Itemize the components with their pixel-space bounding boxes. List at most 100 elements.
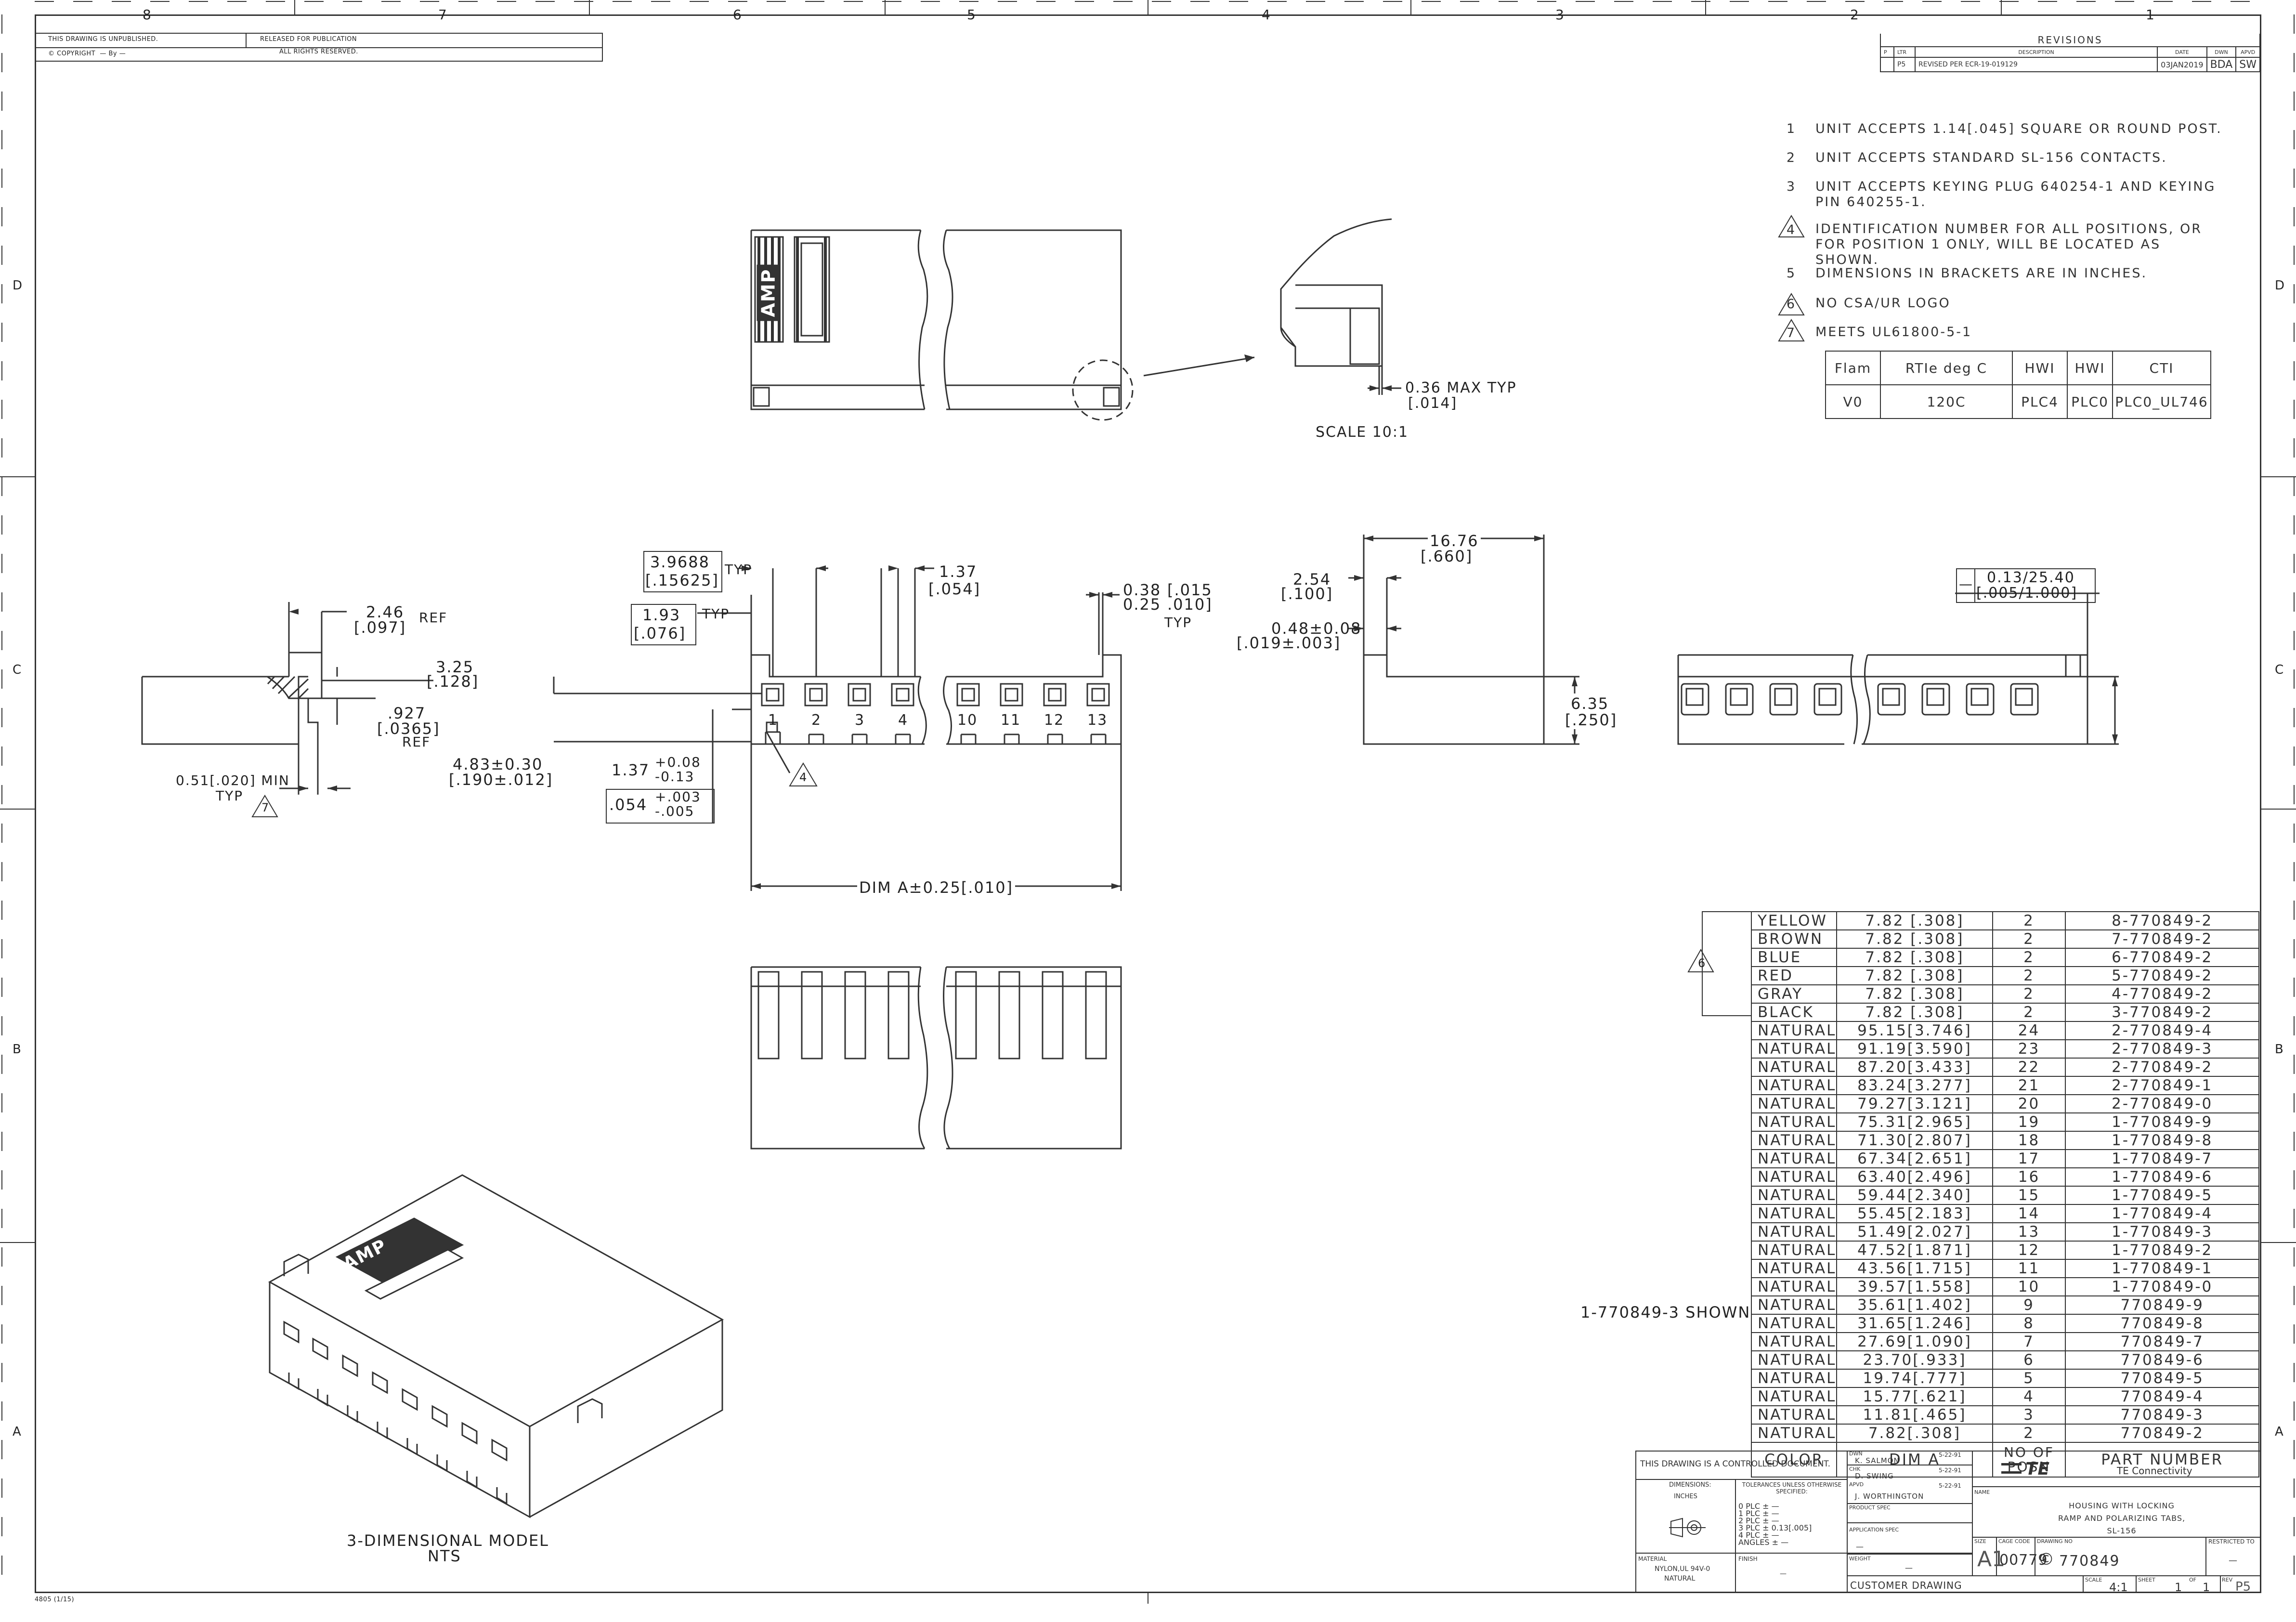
tol-line: 3 PLC ± 0.13[.005] — [1738, 1523, 1812, 1532]
color-cell: BLUE — [1750, 948, 1838, 967]
part-number-cell: 3-770849-2 — [2065, 1003, 2259, 1022]
zone-col: 2 — [1850, 7, 1860, 23]
dim-a-cell: 7.82 [.308] — [1836, 911, 1993, 930]
positions-cell: 2 — [1992, 911, 2066, 930]
material-label: MATERIAL — [1638, 1556, 1667, 1562]
dwg-no: 770849 — [2059, 1553, 2120, 1570]
dwn-name: K. SALMON — [1855, 1456, 1900, 1465]
zone-col: 6 — [733, 7, 743, 23]
part-number-cell: 2-770849-0 — [2065, 1094, 2259, 1113]
flatness-b: [.005/1.000] — [1976, 585, 2078, 602]
note-text: DIMENSIONS IN BRACKETS ARE IN INCHES. — [1815, 266, 2148, 281]
note-number: 5 — [1786, 266, 1797, 281]
cage-value: 00779 — [1999, 1552, 2048, 1569]
dim-025: 0.25 — [1123, 595, 1161, 614]
color-cell: NATURAL — [1750, 1167, 1838, 1187]
drawing-flags — [251, 762, 1714, 972]
rev-cell: REVISED PER ECR-19-019129 — [1914, 57, 2158, 72]
te-logo: TE — [2025, 1459, 2050, 1479]
dim-a-cell: 27.69[1.090] — [1836, 1332, 1993, 1351]
color-cell: BLACK — [1750, 1003, 1838, 1022]
dim-a-cell: 67.34[2.651] — [1836, 1149, 1993, 1168]
part-number-cell: 770849-7 — [2065, 1332, 2259, 1351]
dim-1676: 16.76 — [1428, 532, 1481, 550]
note-text: NO CSA/UR LOGO — [1815, 296, 1951, 311]
dim-a-cell: 19.74[.777] — [1836, 1369, 1993, 1388]
color-cell: NATURAL — [1750, 1424, 1838, 1443]
color-cell: YELLOW — [1750, 911, 1838, 930]
color-cell: NATURAL — [1750, 1058, 1838, 1077]
parts-header: COLOR — [1750, 1442, 1838, 1478]
marking-window — [794, 236, 830, 343]
dim-137-in: [.054] — [928, 580, 981, 598]
scale-value: 4:1 — [2109, 1581, 2128, 1594]
mat-cell: 120C — [1880, 384, 2013, 419]
positions-cell: 21 — [1992, 1076, 2066, 1095]
tol-line: 0 PLC ± — — [1738, 1502, 1779, 1511]
color-cell: NATURAL — [1750, 1186, 1838, 1205]
shown-label: 1-770849-3 SHOWN — [1580, 1303, 1751, 1321]
dim-1676-in: [.660] — [1421, 547, 1473, 565]
note-text: IDENTIFICATION NUMBER FOR ALL POSITIONS,… — [1815, 222, 2202, 267]
rev-cell: 03JAN2019 — [2157, 57, 2207, 72]
positions-cell: 18 — [1992, 1131, 2066, 1150]
part-name-line: HOUSING WITH LOCKING — [2069, 1501, 2175, 1510]
model-sub: NTS — [428, 1547, 461, 1565]
apvd-label: APVD — [1849, 1481, 1864, 1488]
color-cell: NATURAL — [1750, 1350, 1838, 1370]
zone-row: C — [13, 663, 23, 677]
positions-cell: 23 — [1992, 1039, 2066, 1059]
parts-header: DIM A — [1836, 1442, 1993, 1478]
zone-col: 8 — [143, 7, 152, 23]
product-spec-label: PRODUCT SPEC — [1849, 1504, 1891, 1511]
part-name-line: SL-156 — [2107, 1526, 2137, 1535]
positions-cell: 2 — [1992, 1003, 2066, 1022]
zone-col: 1 — [2146, 7, 2155, 23]
positions-cell: 14 — [1992, 1204, 2066, 1223]
isometric-model — [268, 1174, 724, 1518]
positions-cell: 2 — [1992, 984, 2066, 1004]
part-number-cell: 770849-4 — [2065, 1387, 2259, 1406]
detail-max-typ: 0.36 MAX TYP — [1405, 379, 1517, 396]
dim-a-cell: 7.82 [.308] — [1836, 984, 1993, 1004]
positions-cell: 15 — [1992, 1186, 2066, 1205]
dim-a-cell: 51.49[2.027] — [1836, 1222, 1993, 1242]
tol-line: 1 PLC ± — — [1738, 1509, 1779, 1518]
part-number-cell: 770849-5 — [2065, 1369, 2259, 1388]
name-label: NAME — [1974, 1489, 1990, 1495]
color-cell: NATURAL — [1750, 1204, 1838, 1223]
apvd-name: J. WORTHINGTON — [1855, 1492, 1924, 1501]
zone-col: 4 — [1262, 7, 1271, 23]
application-spec-value: — — [1856, 1542, 1864, 1551]
dim-a-cell: 95.15[3.746] — [1836, 1021, 1993, 1040]
part-number-cell: 4-770849-2 — [2065, 984, 2259, 1004]
dim-054-plus: +.003 — [655, 789, 701, 805]
part-number-cell: 1-770849-6 — [2065, 1167, 2259, 1187]
part-number-cell: 1-770849-1 — [2065, 1259, 2259, 1278]
color-cell: NATURAL — [1750, 1277, 1838, 1296]
dim-a-cell: 7.82 [.308] — [1836, 929, 1993, 949]
note-flag-triangles — [1778, 215, 1805, 341]
detail-max-typ-in: [.014] — [1408, 395, 1458, 412]
part-number-cell: 2-770849-2 — [2065, 1058, 2259, 1077]
dim-a-cell: 55.45[2.183] — [1836, 1204, 1993, 1223]
dim-038-typ: TYP — [1164, 615, 1192, 630]
flag-triangle-7 — [1778, 319, 1805, 341]
header-divider — [35, 47, 603, 48]
position-number: 1 — [768, 712, 779, 729]
note-number-flag: 6 — [1786, 297, 1797, 312]
color-cell: NATURAL — [1750, 1021, 1838, 1040]
flag-triangle-4 — [789, 762, 818, 786]
part-number-cell: 1-770849-9 — [2065, 1112, 2259, 1132]
dim-054-box — [606, 789, 715, 824]
dim-a-cell: 11.81[.465] — [1836, 1405, 1993, 1425]
zone-col: 3 — [1555, 7, 1565, 23]
rev-header: DATE — [2157, 46, 2207, 58]
rev-cell: P5 — [1893, 57, 1916, 72]
